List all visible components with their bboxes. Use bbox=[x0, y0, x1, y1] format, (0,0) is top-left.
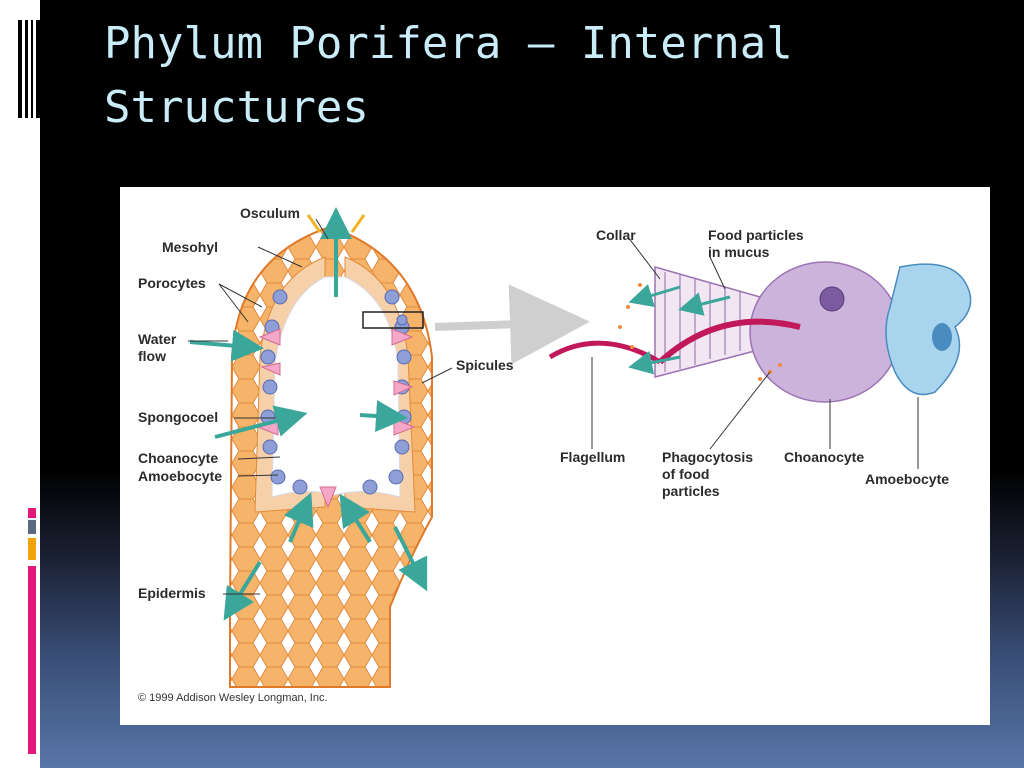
label-choanocyte-right: Choanocyte bbox=[784, 449, 865, 465]
choanocyte-detail bbox=[548, 236, 972, 469]
slide-title: Phylum Porifera – Internal Structures bbox=[104, 12, 984, 140]
copyright-credit: © 1999 Addison Wesley Longman, Inc. bbox=[138, 692, 328, 704]
label-amoebocyte-left: Amoebocyte bbox=[138, 468, 223, 484]
label-mesohyl: Mesohyl bbox=[162, 239, 219, 255]
label-phagocytosis: Phagocytosis of food particles bbox=[662, 449, 754, 499]
accent-bar-gray bbox=[28, 520, 36, 534]
decorative-lines-icon bbox=[18, 20, 40, 118]
label-choanocyte-left: Choanocyte bbox=[138, 450, 219, 466]
label-epidermis: Epidermis bbox=[138, 585, 206, 601]
label-spongocoel: Spongocoel bbox=[138, 409, 219, 425]
accent-bar-pink-long bbox=[28, 566, 36, 754]
label-porocytes: Porocytes bbox=[138, 275, 206, 291]
spongocoel-cavity bbox=[271, 276, 401, 498]
sponge-diagram: Osculum Mesohyl Porocytes Water flow Spo… bbox=[120, 187, 990, 725]
diagram-art bbox=[188, 207, 972, 688]
title-line-2: Structures bbox=[104, 82, 369, 133]
accent-bar-pink bbox=[28, 508, 36, 518]
accent-bar-orange bbox=[28, 538, 36, 560]
label-food-particles: Food particles in mucus bbox=[708, 227, 804, 260]
label-flagellum: Flagellum bbox=[560, 449, 626, 465]
label-amoebocyte-right: Amoebocyte bbox=[865, 471, 950, 487]
label-spicules: Spicules bbox=[456, 357, 514, 373]
title-line-1: Phylum Porifera – Internal bbox=[104, 18, 793, 69]
label-water-flow: Water flow bbox=[138, 331, 177, 364]
label-collar: Collar bbox=[596, 227, 636, 243]
label-osculum: Osculum bbox=[240, 205, 300, 221]
